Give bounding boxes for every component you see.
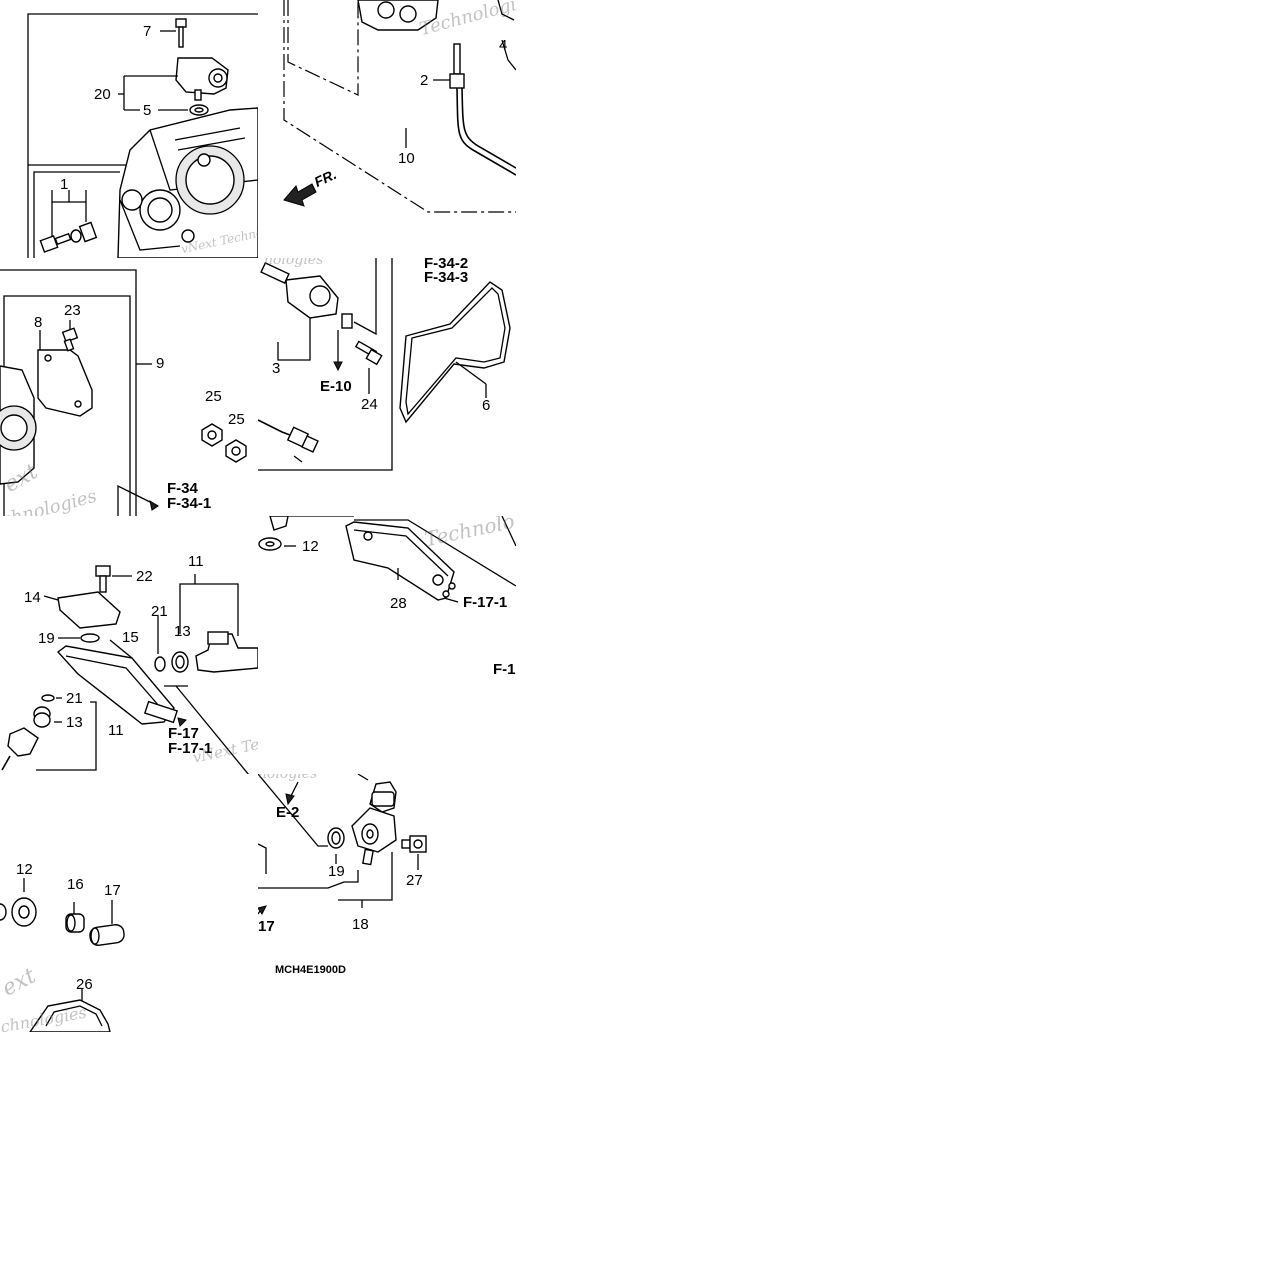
ref-f34: F-34	[167, 480, 198, 497]
seals-drawing	[0, 878, 125, 1032]
callout-18: 18	[352, 916, 369, 933]
callout-5: 5	[143, 102, 152, 119]
callout-13a: 13	[174, 623, 191, 640]
callout-17: 17	[104, 882, 121, 899]
callout-12b: 12	[16, 861, 33, 878]
callout-9: 9	[156, 355, 165, 372]
ref-e10: E-10	[320, 378, 352, 395]
callout-1: 1	[60, 176, 69, 193]
ref-f171b: F-17-1	[463, 594, 508, 611]
callout-25b: 25	[228, 411, 245, 428]
callout-27: 27	[406, 872, 423, 889]
pressure-regulator-drawing	[258, 774, 427, 915]
callout-2: 2	[420, 72, 429, 89]
diagram-tile-bracket: 8 23 9 25 25 F-34 F-34-1 ext chnologies	[0, 258, 258, 516]
ref-f341: F-34-1	[167, 495, 212, 512]
callout-24: 24	[361, 396, 378, 413]
sensor-harness-drawing	[283, 0, 516, 213]
callout-7: 7	[143, 23, 152, 40]
callout-4: 4	[499, 37, 508, 54]
bracket-drawing	[0, 269, 247, 516]
callout-20: 20	[94, 86, 111, 103]
callout-23: 23	[64, 302, 81, 319]
diagram-tile-idle-valve: 3 24 6 E-10 F-34-2 F-34-3 nologies	[258, 258, 516, 516]
callout-10: 10	[398, 150, 415, 167]
callout-19a: 19	[38, 630, 55, 647]
callout-22: 22	[136, 568, 153, 585]
callout-25a: 25	[205, 388, 222, 405]
callout-28: 28	[390, 595, 407, 612]
callout-3: 3	[272, 360, 281, 377]
diagram-tile-seals: 12 16 17 26 ext chnologies	[0, 774, 258, 1032]
ref-f343: F-34-3	[424, 269, 469, 286]
callout-6: 6	[482, 397, 491, 414]
callout-11b: 11	[108, 722, 124, 739]
diagram-tile-fuel-rail-2: 12 28 F-17-1 F-1 Technolo	[258, 516, 516, 774]
callout-13b: 13	[66, 714, 83, 731]
ref-f1: F-1	[493, 661, 516, 678]
diagram-tile-fuel-rail: 22 11 14 21 13 19 15 21 13 11 F-17 F-17-…	[0, 516, 258, 774]
callout-12a: 12	[302, 538, 319, 555]
throttle-body-drawing	[27, 13, 258, 258]
callout-11a: 11	[188, 553, 204, 570]
diagram-code: MCH4E1900D	[275, 964, 346, 976]
diagram-tile-sensor-harness: 4 2 10 FR. Technologies	[258, 0, 516, 258]
fuel-rail-drawing	[1, 565, 258, 774]
callout-16: 16	[67, 876, 84, 893]
idle-valve-drawing	[258, 258, 511, 471]
ref-f342: F-34-2	[424, 258, 469, 272]
callout-21a: 21	[151, 603, 168, 620]
callout-21b: 21	[66, 690, 83, 707]
ref-e2: E-2	[276, 804, 300, 821]
ref-17: 17	[258, 918, 275, 935]
diagram-tile-pressure-regulator: E-2 19 27 18 17 MCH4E1900D nologies	[258, 774, 516, 1032]
diagram-tile-throttle-body: 7 20 5 1 vNext Technologies	[0, 0, 258, 258]
ref-f17: F-17	[168, 725, 199, 742]
callout-19b: 19	[328, 863, 345, 880]
callout-14: 14	[24, 589, 41, 606]
callout-26: 26	[76, 976, 93, 993]
fuel-rail-2-drawing	[258, 516, 516, 603]
ref-f171a: F-17-1	[168, 740, 213, 757]
callout-15: 15	[122, 629, 139, 646]
callout-8: 8	[34, 314, 43, 331]
